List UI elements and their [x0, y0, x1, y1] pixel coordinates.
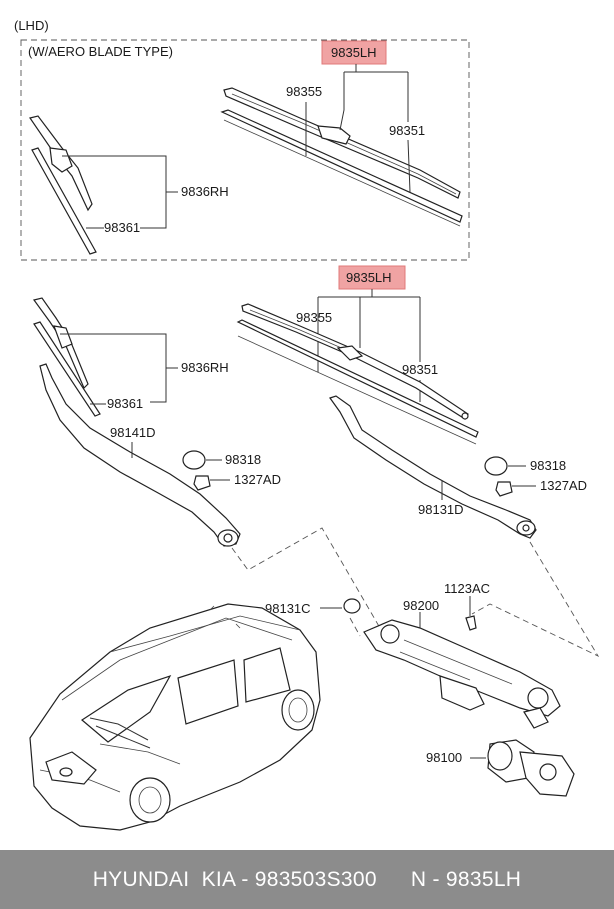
- aero-lh-part-a[interactable]: 98355: [286, 84, 322, 99]
- motor-label[interactable]: 98100: [426, 750, 462, 765]
- pivot-cap-label[interactable]: 98131C: [265, 601, 311, 616]
- aero-blade-box: [20, 39, 470, 261]
- std-lh-arm-label[interactable]: 98131D: [418, 502, 464, 517]
- region-label: (LHD): [14, 18, 49, 33]
- std-lh-set-label[interactable]: 9835LH: [346, 270, 392, 285]
- aero-lh-set-highlight: [321, 40, 387, 65]
- wiper-parts-diagram: (LHD) (W/AERO BLADE TYPE) 9835LH 98355 9…: [14, 18, 600, 831]
- aero-rh-blade[interactable]: [29, 115, 97, 255]
- std-rh-nut[interactable]: [193, 475, 211, 491]
- aero-box-title: (W/AERO BLADE TYPE): [28, 44, 173, 59]
- std-rh-set-label[interactable]: 9836RH: [181, 360, 229, 375]
- aero-lh-blade[interactable]: [220, 87, 463, 227]
- std-lh-cap[interactable]: [484, 456, 508, 476]
- std-rh-cap-label[interactable]: 98318: [225, 452, 261, 467]
- std-lh-cap-label[interactable]: 98318: [530, 458, 566, 473]
- pivot-cap[interactable]: [343, 598, 361, 614]
- std-rh-nut-label[interactable]: 1327AD: [234, 472, 281, 487]
- aero-lh-part-b[interactable]: 98351: [389, 123, 425, 138]
- std-lh-nut-label[interactable]: 1327AD: [540, 478, 587, 493]
- guide-line-pivot: [349, 617, 361, 637]
- std-lh-part-b[interactable]: 98351: [402, 362, 438, 377]
- aero-lh-leader: [339, 64, 411, 193]
- std-lh-nut[interactable]: [495, 481, 513, 497]
- guide-line-lh: [471, 541, 600, 658]
- std-lh-arm[interactable]: [329, 395, 537, 539]
- aero-lh-set-label[interactable]: 9835LH: [331, 45, 377, 60]
- std-rh-arm[interactable]: [39, 363, 241, 547]
- std-rh-blade[interactable]: [32, 297, 101, 417]
- wiper-linkage[interactable]: [363, 619, 561, 729]
- aero-rh-refill-label[interactable]: 98361: [104, 220, 140, 235]
- wiper-motor[interactable]: [487, 739, 575, 797]
- std-rh-cap[interactable]: [182, 450, 206, 470]
- footer-bar: HYUNDAI KIA - 983503S300 N - 9835LH: [0, 850, 614, 909]
- footer-code: N - 9835LH: [410, 867, 522, 891]
- car-illustration: [29, 603, 321, 831]
- std-lh-blade[interactable]: [236, 303, 479, 445]
- std-lh-part-a[interactable]: 98355: [296, 310, 332, 325]
- std-rh-arm-label[interactable]: 98141D: [110, 425, 156, 440]
- aero-rh-set-label[interactable]: 9836RH: [181, 184, 229, 199]
- bolt[interactable]: [465, 615, 477, 631]
- std-rh-refill-label[interactable]: 98361: [107, 396, 143, 411]
- guide-line-rh: [231, 527, 381, 629]
- bolt-label[interactable]: 1123AC: [444, 581, 490, 596]
- footer-brand-part: HYUNDAI KIA - 983503S300: [92, 867, 377, 891]
- linkage-label[interactable]: 98200: [403, 598, 439, 613]
